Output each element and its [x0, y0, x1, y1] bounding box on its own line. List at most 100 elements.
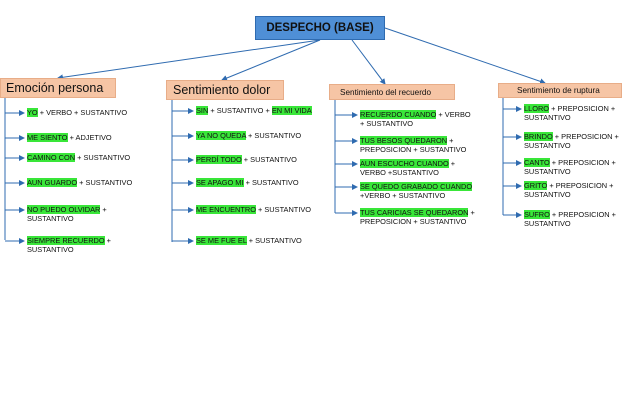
formula-continuation: SUSTANTIVO — [524, 141, 571, 151]
formula-line: NO PUEDO OLVIDAR + — [27, 205, 107, 214]
formula-line: SUFRO + PREPOSICION + — [524, 210, 616, 219]
keyword-highlight: SE APAGO MI — [196, 178, 244, 187]
keyword-highlight: ME ENCUENTRO — [196, 205, 256, 214]
category-label: Sentimiento dolor — [173, 83, 271, 97]
formula-line: CAMINO CON + SUSTANTIVO — [27, 153, 130, 162]
formula-item: AUN GUARDO + SUSTANTIVO — [27, 178, 132, 187]
keyword-highlight: SE QUEDO GRABADO CUANDO — [360, 182, 473, 191]
formula-line: LLORO + PREPOSICION + — [524, 104, 615, 113]
formula-continuation: SUSTANTIVO — [27, 245, 74, 255]
formula-text: + PREPOSICION + — [552, 132, 619, 141]
formula-continuation: PREPOSICION + SUSTANTIVO — [360, 145, 467, 155]
formula-line: YO + VERBO + SUSTANTIVO — [27, 108, 127, 117]
category-node-3: Sentimiento del recuerdo — [329, 84, 455, 100]
formula-item: BRINDO + PREPOSICION +SUSTANTIVO — [524, 132, 619, 151]
formula-line: GRITO + PREPOSICION + — [524, 181, 613, 190]
formula-item: SIEMPRE RECUERDO +SUSTANTIVO — [27, 236, 111, 255]
formula-text: + — [468, 208, 475, 217]
formula-text: + SUSTANTIVO — [255, 205, 312, 214]
keyword-highlight: BRINDO — [524, 132, 553, 141]
formula-continuation: SUSTANTIVO — [524, 113, 571, 123]
formula-item: YO + VERBO + SUSTANTIVO — [27, 108, 127, 117]
keyword-highlight: TUS BESOS QUEDARON — [360, 136, 448, 145]
formula-continuation: SUSTANTIVO — [524, 219, 571, 229]
root-connector-4 — [384, 27, 546, 85]
formula-item: CAMINO CON + SUSTANTIVO — [27, 153, 130, 162]
formula-line: SIEMPRE RECUERDO + — [27, 236, 111, 245]
formula-text: + PREPOSICION + — [547, 181, 614, 190]
keyword-highlight: CAMINO CON — [27, 153, 76, 162]
keyword-highlight: ME SIENTO — [27, 133, 68, 142]
keyword-highlight: NO PUEDO OLVIDAR — [27, 205, 101, 214]
formula-continuation: VERBO +SUSTANTIVO — [360, 168, 439, 178]
category-label: Emoción persona — [6, 81, 104, 95]
formula-line: BRINDO + PREPOSICION + — [524, 132, 619, 141]
formula-item: SE QUEDO GRABADO CUANDO+VERBO + SUSTANTI… — [360, 182, 473, 201]
formula-text: + SUSTANTIVO — [243, 178, 299, 187]
category-node-1: Emoción persona — [0, 78, 116, 98]
formula-line: ME SIENTO + ADJETIVO — [27, 133, 112, 142]
keyword-highlight: AUN GUARDO — [27, 178, 78, 187]
formula-item: SIN + SUSTANTIVO + EN MI VIDA — [196, 106, 312, 115]
formula-continuation: + SUSTANTIVO — [360, 119, 414, 129]
formula-item: TUS CARICIAS SE QUEDARON +PREPOSICION + … — [360, 208, 475, 227]
formula-line: SE APAGO MI + SUSTANTIVO — [196, 178, 299, 187]
keyword-highlight: SIN — [196, 106, 209, 115]
formula-item: NO PUEDO OLVIDAR +SUSTANTIVO — [27, 205, 107, 224]
formula-item: AUN ESCUCHO CUANDO +VERBO +SUSTANTIVO — [360, 159, 455, 178]
keyword-highlight: PERDÍ TODO — [196, 155, 242, 164]
formula-text: + PREPOSICION + — [549, 210, 617, 219]
formula-line: CANTO + PREPOSICION + — [524, 158, 616, 167]
category-node-2: Sentimiento dolor — [166, 80, 284, 100]
formula-item: ME SIENTO + ADJETIVO — [27, 133, 112, 142]
root-connector-3 — [351, 39, 386, 85]
keyword-highlight: YO — [27, 108, 38, 117]
formula-continuation: +VERBO + SUSTANTIVO — [360, 191, 446, 201]
keyword-highlight: CANTO — [524, 158, 550, 167]
category-node-4: Sentimiento de ruptura — [498, 83, 622, 98]
formula-item: LLORO + PREPOSICION +SUSTANTIVO — [524, 104, 615, 123]
formula-item: YA NO QUEDA + SUSTANTIVO — [196, 131, 301, 140]
formula-text: + SUSTANTIVO — [241, 155, 297, 164]
formula-text: + SUSTANTIVO — [245, 131, 302, 140]
formula-line: TUS CARICIAS SE QUEDARON + — [360, 208, 475, 217]
formula-item: SUFRO + PREPOSICION +SUSTANTIVO — [524, 210, 616, 229]
formula-item: RECUERDO CUANDO + VERBO + SUSTANTIVO — [360, 110, 471, 129]
formula-item: SE APAGO MI + SUSTANTIVO — [196, 178, 299, 187]
keyword-highlight: LLORO — [524, 104, 550, 113]
formula-item: ME ENCUENTRO + SUSTANTIVO — [196, 205, 311, 214]
formula-item: SE ME FUE EL + SUSTANTIVO — [196, 236, 302, 245]
keyword-highlight: SUFRO — [524, 210, 550, 219]
formula-text: + — [100, 205, 107, 214]
root-connector-1 — [57, 39, 321, 81]
formula-continuation: SUSTANTIVO — [524, 190, 571, 200]
formula-text: + VERBO — [436, 110, 471, 119]
formula-line: YA NO QUEDA + SUSTANTIVO — [196, 131, 301, 140]
formula-text: + — [104, 236, 111, 245]
formula-item: GRITO + PREPOSICION +SUSTANTIVO — [524, 181, 613, 200]
formula-line: AUN GUARDO + SUSTANTIVO — [27, 178, 132, 187]
formula-text: + VERBO + SUSTANTIVO — [37, 108, 128, 117]
formula-line: SE ME FUE EL + SUSTANTIVO — [196, 236, 302, 245]
formula-line: SIN + SUSTANTIVO + EN MI VIDA — [196, 106, 312, 115]
formula-continuation: PREPOSICION + SUSTANTIVO — [360, 217, 467, 227]
formula-line: AUN ESCUCHO CUANDO + — [360, 159, 455, 168]
formula-text: + SUSTANTIVO — [75, 153, 131, 162]
formula-continuation: SUSTANTIVO — [27, 214, 74, 224]
root-node: DESPECHO (BASE) — [255, 16, 385, 40]
formula-text: + ADJETIVO — [67, 133, 112, 142]
formula-text: + SUSTANTIVO — [246, 236, 302, 245]
formula-line: PERDÍ TODO + SUSTANTIVO — [196, 155, 297, 164]
formula-item: CANTO + PREPOSICION +SUSTANTIVO — [524, 158, 616, 177]
formula-text: + — [447, 136, 454, 145]
keyword-highlight: RECUERDO CUANDO — [360, 110, 437, 119]
formula-item: PERDÍ TODO + SUSTANTIVO — [196, 155, 297, 164]
formula-text: + PREPOSICION + — [549, 104, 616, 113]
formula-line: SE QUEDO GRABADO CUANDO — [360, 182, 473, 191]
formula-text: + SUSTANTIVO + — [208, 106, 272, 115]
formula-text: + — [448, 159, 456, 168]
root-connector-2 — [221, 39, 321, 81]
keyword-highlight: AUN ESCUCHO CUANDO — [360, 159, 449, 168]
formula-text: + SUSTANTIVO — [77, 178, 133, 187]
